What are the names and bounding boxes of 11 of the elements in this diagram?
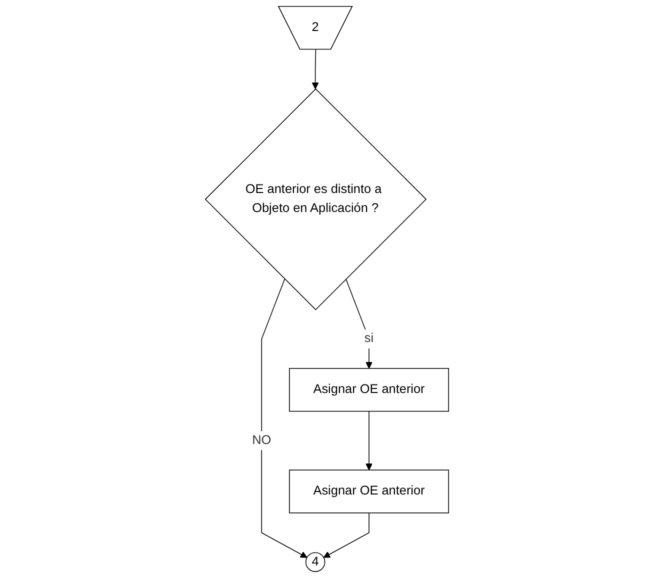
node-box: Asignar OE anterior <box>288 368 449 412</box>
edge-label: si <box>364 332 374 346</box>
arrow <box>260 278 307 558</box>
arrow <box>345 278 372 369</box>
arrow <box>365 410 372 470</box>
node-box: Asignar OE anterior <box>288 470 449 514</box>
edge-label: NO <box>252 434 271 448</box>
arrow <box>311 49 318 90</box>
node-diamond: OE anterior es distinto a Objeto en Aplicación ? <box>204 88 426 310</box>
arrow <box>322 512 369 558</box>
node-circle: 4 <box>304 552 325 572</box>
